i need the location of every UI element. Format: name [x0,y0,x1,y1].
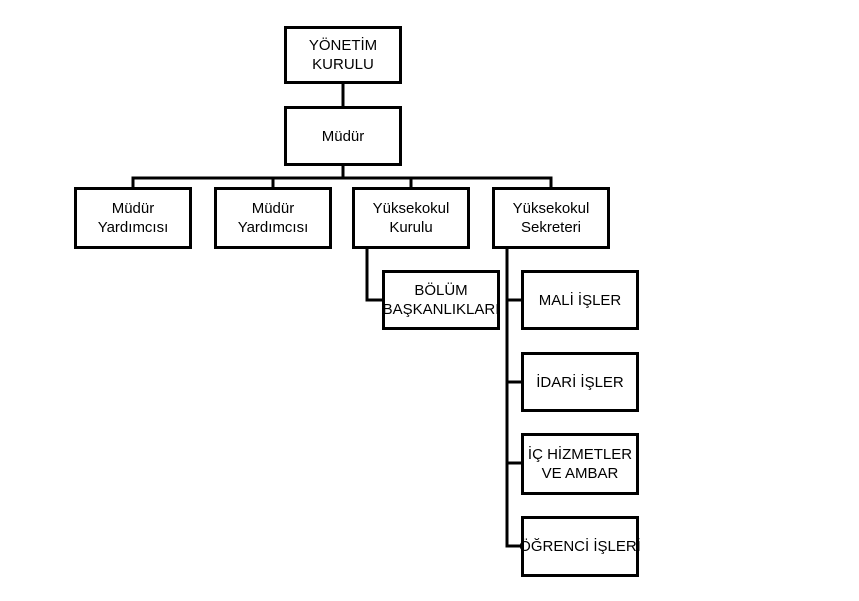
node-yonetim-kurulu-line-1: YÖNETİM [308,37,378,54]
node-bolum-baskanliklari-line-1: BÖLÜM [414,282,468,299]
node-mali-isler: MALİ İŞLER [521,270,639,330]
node-ogrenci-isleri-line-1: ÖĞRENCİ İŞLERİ [519,538,641,555]
node-yuksekokul-kurulu-line-2: Kurulu [389,219,433,236]
node-mudur-yardimcisi-1: Müdür Yardımcısı [74,187,192,249]
node-yuksekokul-sekreteri: Yüksekokul Sekreteri [492,187,610,249]
node-idari-isler-line-1: İDARİ İŞLER [536,373,624,391]
node-mudur-yardimcisi-1-line-1: Müdür [111,200,155,217]
node-yonetim-kurulu-line-2: KURULU [312,56,374,73]
node-mudur: Müdür [284,106,402,166]
node-ogrenci-isleri: ÖĞRENCİ İŞLERİ [519,516,641,577]
node-yuksekokul-sekreteri-line-1: Yüksekokul [512,200,590,217]
node-yonetim-kurulu: YÖNETİM KURULU [284,26,402,84]
node-mudur-line-1: Müdür [321,127,365,145]
node-idari-isler: İDARİ İŞLER [521,352,639,412]
node-ic-hizmetler-line-2: VE AMBAR [541,465,619,482]
node-mudur-yardimcisi-2-line-2: Yardımcısı [237,219,309,236]
node-bolum-baskanliklari: BÖLÜM BAŞKANLIKLARI [382,270,500,330]
node-mali-isler-line-1: MALİ İŞLER [538,291,622,309]
node-ic-hizmetler-line-1: İÇ HİZMETLER [527,446,633,463]
node-mudur-yardimcisi-1-line-2: Yardımcısı [97,219,169,236]
node-mudur-yardimcisi-2-line-1: Müdür [251,200,295,217]
node-yuksekokul-kurulu: Yüksekokul Kurulu [352,187,470,249]
node-yuksekokul-kurulu-line-1: Yüksekokul [372,200,450,217]
node-bolum-baskanliklari-line-2: BAŞKANLIKLARI [382,301,500,318]
node-mudur-yardimcisi-2: Müdür Yardımcısı [214,187,332,249]
node-ic-hizmetler-ve-ambar: İÇ HİZMETLER VE AMBAR [521,433,639,495]
node-yuksekokul-sekreteri-line-2: Sekreteri [520,219,582,236]
